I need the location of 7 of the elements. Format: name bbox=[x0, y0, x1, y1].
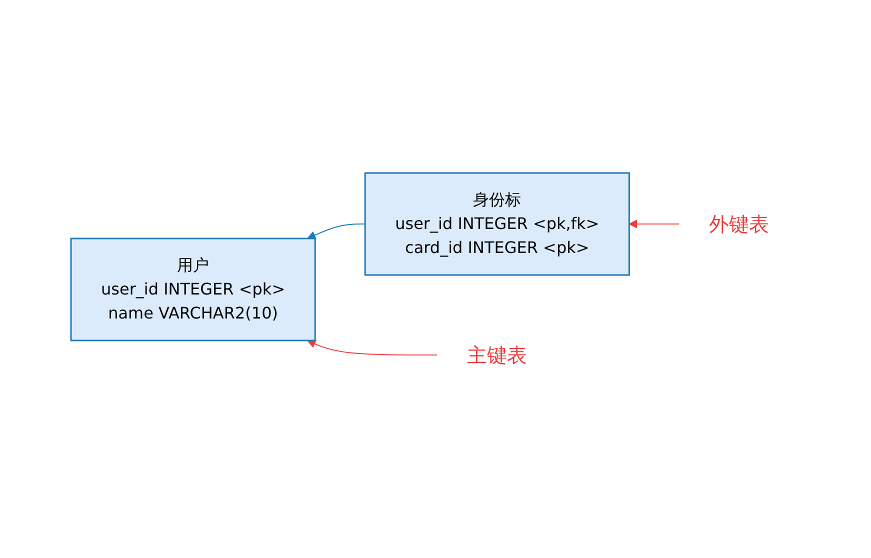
arrow bbox=[308, 340, 438, 356]
node-box: 用户 user_id INTEGER <pk> name VARCHAR2(10) bbox=[70, 238, 316, 342]
node-box: 身份标 user_id INTEGER <pk,fk> card_id INTEGER <pk> bbox=[364, 172, 630, 276]
node-text: 外键表 bbox=[710, 212, 770, 236]
node-text: 主键表 bbox=[468, 343, 528, 367]
arrow bbox=[308, 224, 366, 240]
arrow bbox=[629, 220, 680, 228]
